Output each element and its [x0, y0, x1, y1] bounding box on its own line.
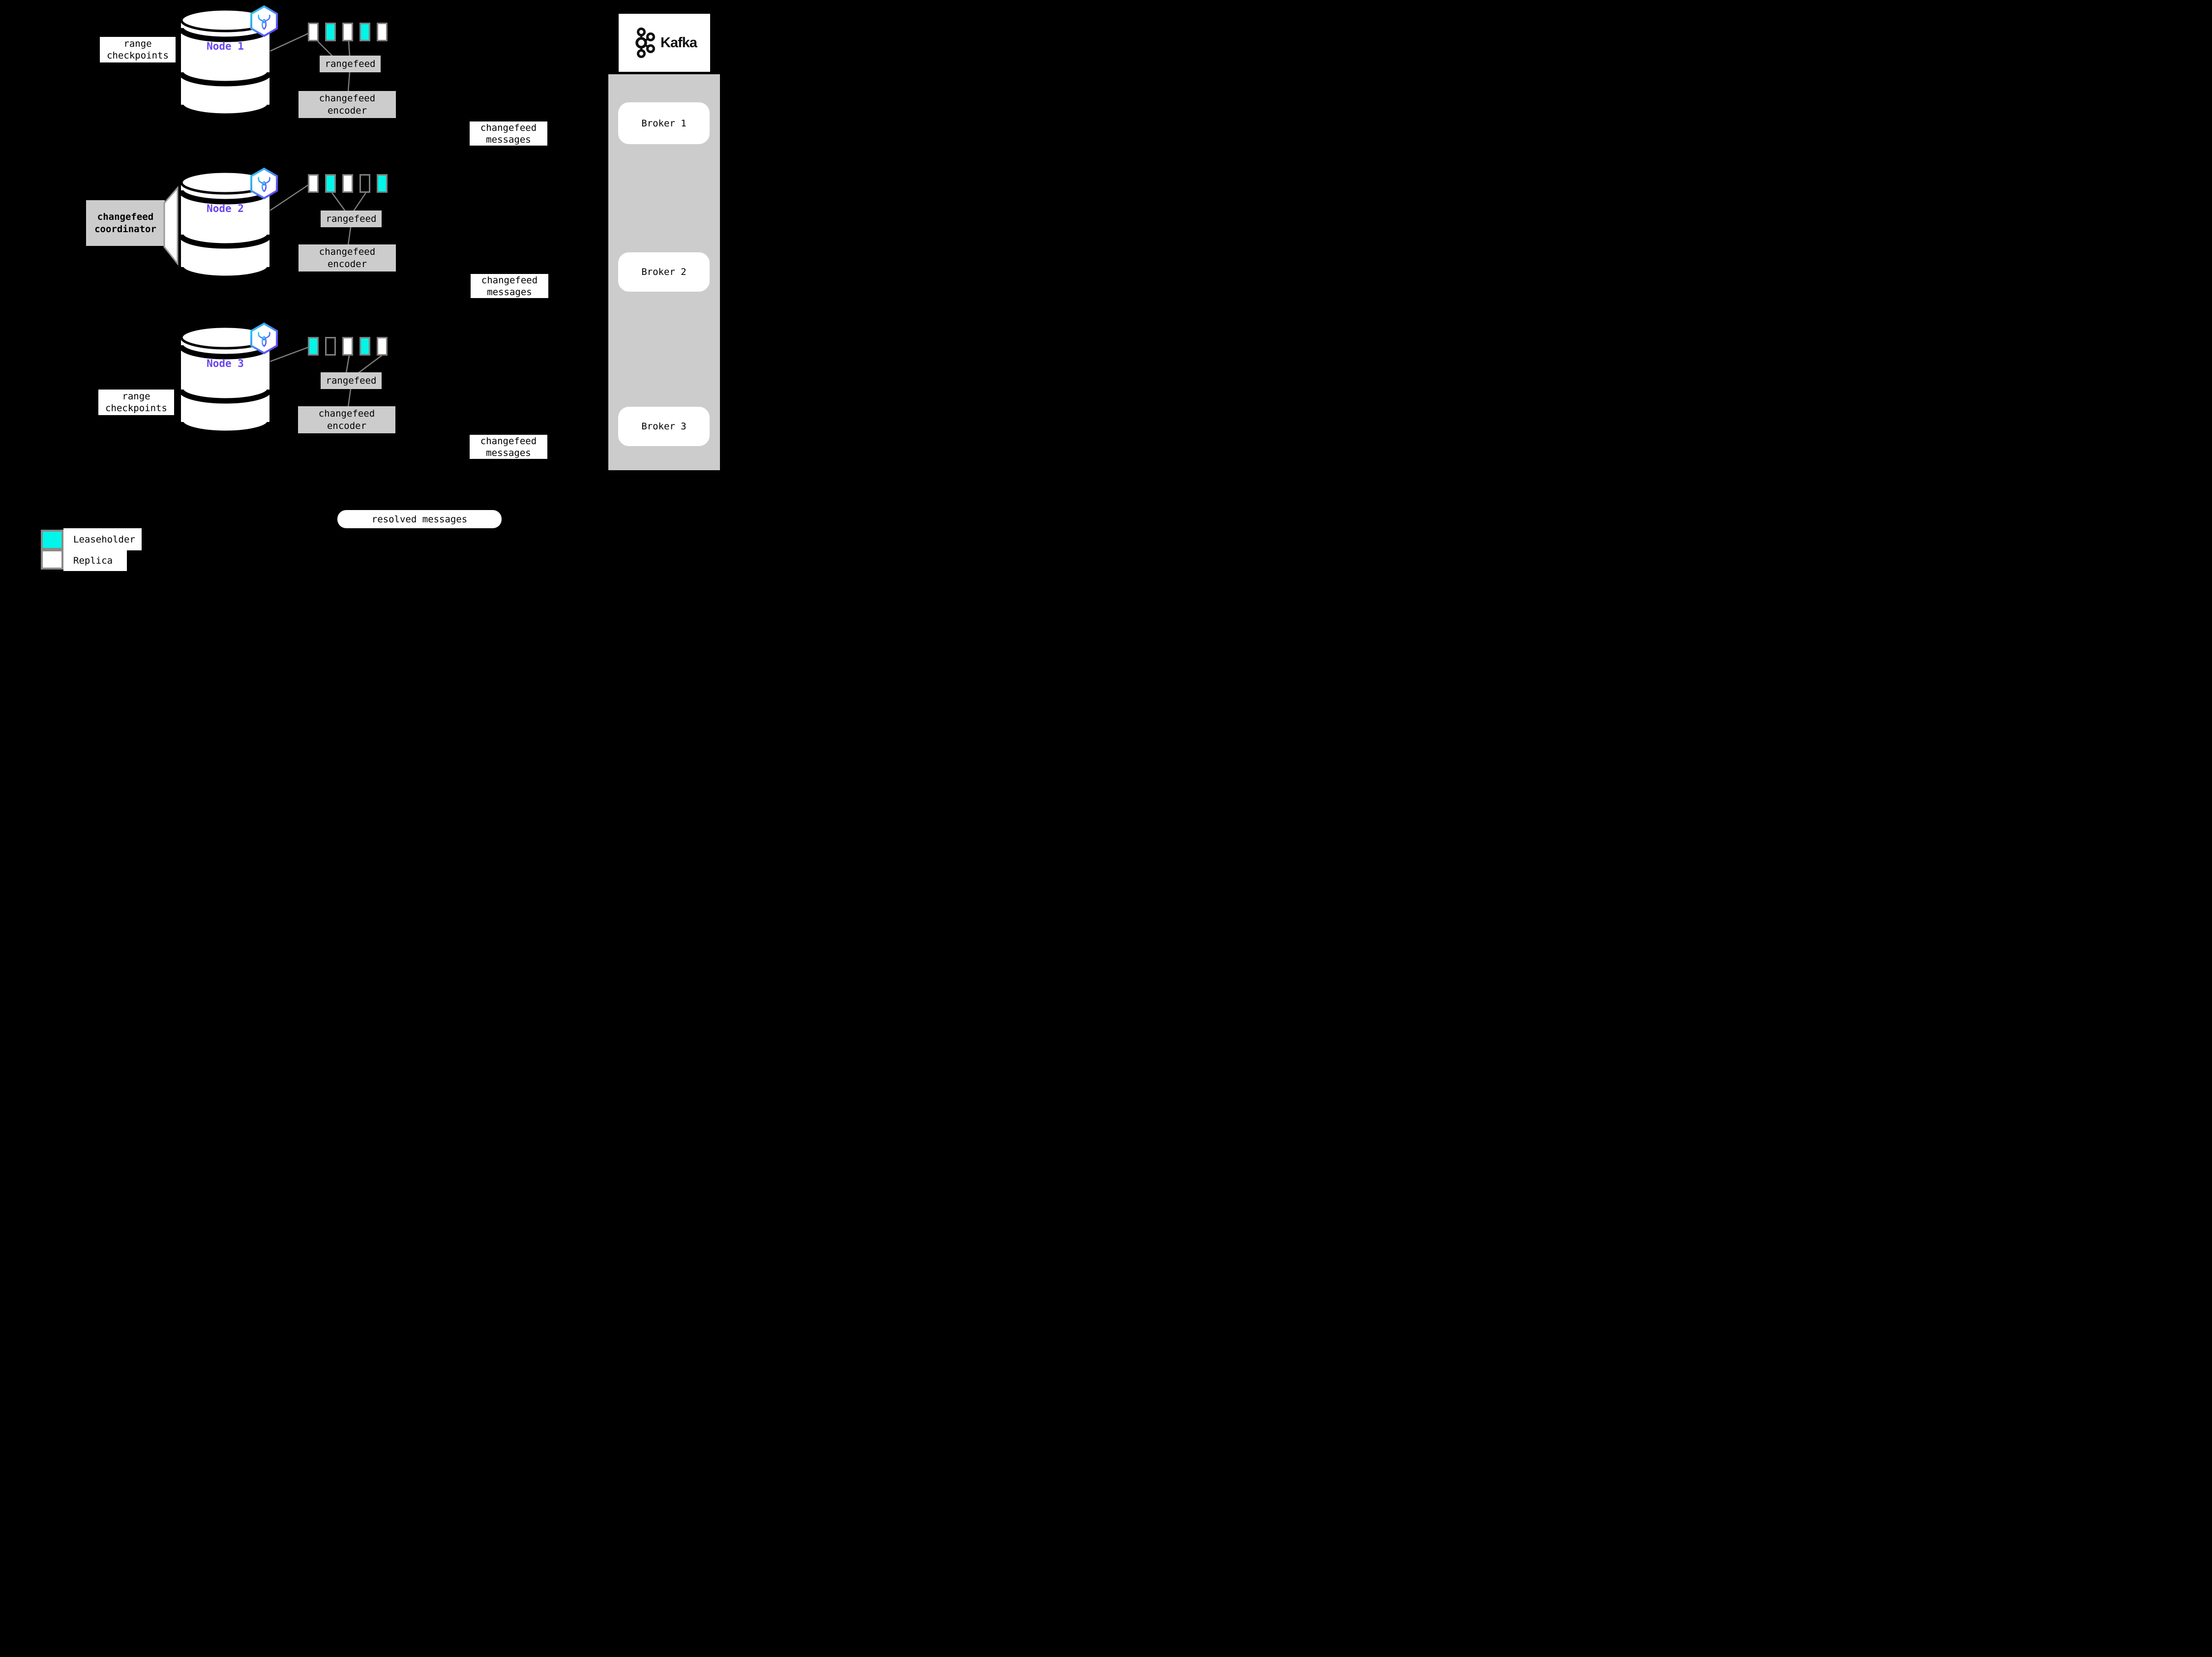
node1-changefeed-messages-label: changefeed messages [470, 121, 547, 146]
range-box-replica [342, 174, 353, 193]
range-box-none [359, 174, 370, 193]
range-box-leaseholder [325, 23, 336, 41]
legend-replica-swatch [41, 549, 63, 570]
node2-rangefeed-box: rangefeed [321, 211, 382, 227]
legend-leaseholder-swatch [41, 530, 63, 550]
range-box-replica [342, 337, 353, 356]
node1-ranges [308, 23, 388, 41]
broker-1-box: Broker 1 [618, 102, 710, 144]
changefeed-coordinator-label: changefeed coordinator [86, 200, 165, 246]
legend-leaseholder-label: Leaseholder [63, 528, 142, 550]
range-box-leaseholder [325, 174, 336, 193]
resolved-messages-label: resolved messages [337, 510, 502, 528]
node3-cylinder [179, 325, 271, 434]
cockroachdb-icon [250, 167, 278, 200]
line-range4-to-rangefeed2 [353, 192, 366, 211]
range-box-replica [377, 23, 388, 41]
range-checkpoints-label-node1: range checkpoints [100, 37, 176, 62]
range-box-replica [308, 174, 319, 193]
range-box-leaseholder [359, 23, 370, 41]
node3-changefeed-messages-label: changefeed messages [470, 435, 547, 459]
line-node3-to-range [269, 346, 309, 362]
node3-changefeed-encoder-box: changefeed encoder [298, 406, 395, 433]
range-box-none [325, 337, 336, 356]
line-range3-to-rangefeed1 [348, 41, 351, 57]
line-node1-to-range [269, 32, 309, 52]
node1-label: Node 1 [207, 40, 244, 52]
cockroachdb-icon [250, 322, 278, 355]
coordinator-flag [163, 186, 179, 266]
kafka-logo-box: Kafka [619, 14, 710, 72]
node2-label: Node 2 [207, 203, 244, 214]
legend-replica-label: Replica [63, 550, 127, 571]
range-box-replica [342, 23, 353, 41]
broker-3-box: Broker 3 [618, 407, 710, 446]
node3-rangefeed-box: rangefeed [321, 372, 382, 389]
node2-changefeed-encoder-box: changefeed encoder [299, 244, 396, 271]
line-range2-to-rangefeed2 [331, 192, 346, 211]
line-rangefeed2-to-encoder2 [347, 227, 352, 245]
node2-cylinder [179, 170, 271, 279]
line-rangefeed1-to-encoder1 [347, 72, 351, 92]
line-range5-to-rangefeed3 [358, 355, 382, 373]
range-box-leaseholder [359, 337, 370, 356]
cockroachdb-icon [250, 5, 278, 37]
node1-rangefeed-box: rangefeed [320, 56, 381, 72]
node2-changefeed-messages-label: changefeed messages [471, 274, 548, 298]
range-box-leaseholder [377, 174, 388, 193]
range-box-replica [377, 337, 388, 356]
changefeed-architecture-diagram: range checkpoints Node 1 rangefeed chang… [0, 0, 771, 577]
range-box-leaseholder [308, 337, 319, 356]
node2-ranges [308, 174, 388, 193]
range-box-replica [308, 23, 319, 41]
node3-ranges [308, 337, 388, 356]
broker-2-box: Broker 2 [618, 252, 710, 292]
line-range1-to-rangefeed1 [317, 41, 333, 57]
node3-label: Node 3 [207, 358, 244, 369]
node1-changefeed-encoder-box: changefeed encoder [299, 91, 396, 118]
line-rangefeed3-to-encoder3 [347, 389, 352, 407]
line-node2-to-range [269, 184, 309, 211]
node1-cylinder [179, 8, 271, 117]
kafka-brand-label: Kafka [660, 34, 697, 51]
kafka-icon [635, 28, 655, 58]
line-range3-to-rangefeed3 [345, 355, 350, 373]
range-checkpoints-label-node3: range checkpoints [98, 390, 174, 415]
